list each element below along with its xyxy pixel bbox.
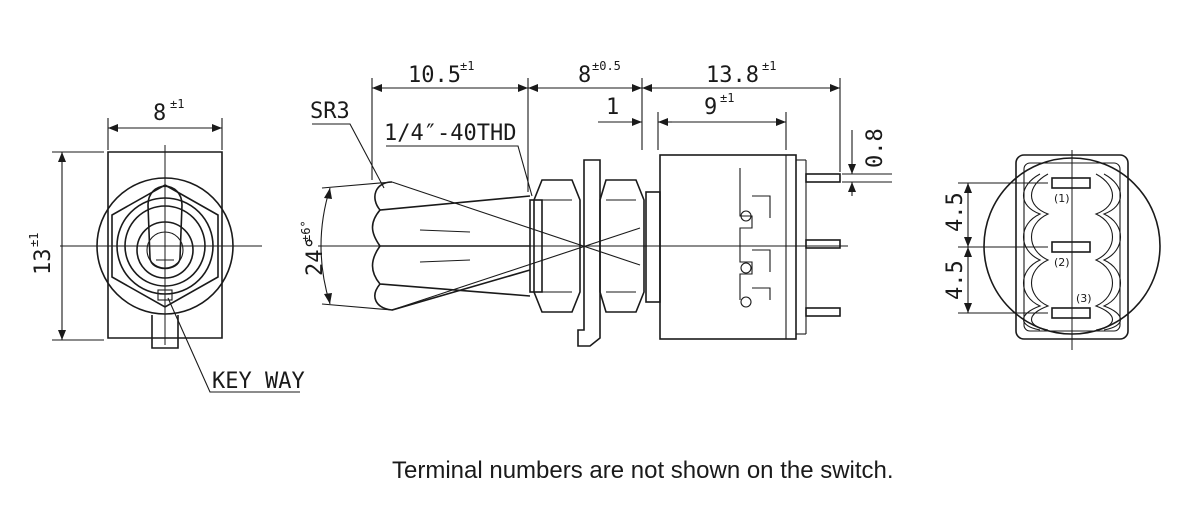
bushing-length-tol: ±0.5: [592, 59, 621, 73]
keyway-label: KEY WAY: [212, 369, 305, 394]
overall-length-tol: ±1: [762, 59, 776, 73]
angle-dim: 24°: [303, 236, 328, 276]
front-height-tol: ±1: [27, 233, 41, 247]
terminal-3-label: (3): [1076, 292, 1092, 305]
lever-length-dim: 10.5: [408, 63, 461, 88]
sr-label: SR3: [310, 99, 350, 124]
bottom-view: (1) (2) (3) 4.5 4.5: [943, 150, 1161, 350]
body-length-tol: ±1: [720, 91, 734, 105]
front-width-tol: ±1: [170, 97, 184, 111]
body-length-dim: 9: [704, 95, 717, 120]
terminal-thickness-dim: 0.8: [863, 128, 888, 168]
terminal-note: Terminal numbers are not shown on the sw…: [392, 457, 894, 484]
pitch-bottom-dim: 4.5: [943, 260, 968, 300]
side-view: 24° ±6° SR3 1/4″-40THD: [299, 59, 892, 347]
thread-label: 1/4″-40THD: [384, 121, 516, 146]
gap-dim: 1: [606, 95, 619, 120]
front-width-dim: 8: [153, 101, 166, 126]
terminal-2-label: (2): [1054, 256, 1070, 269]
lever-length-tol: ±1: [460, 59, 474, 73]
pitch-top-dim: 4.5: [943, 192, 968, 232]
front-view: 8 ±1 13 ±1 KEY WAY: [27, 97, 305, 394]
overall-length-dim: 13.8: [706, 63, 759, 88]
bushing-length-dim: 8: [578, 63, 591, 88]
front-height-dim: 13: [31, 249, 56, 276]
angle-tol: ±6°: [299, 220, 313, 242]
terminal-1-label: (1): [1054, 192, 1070, 205]
